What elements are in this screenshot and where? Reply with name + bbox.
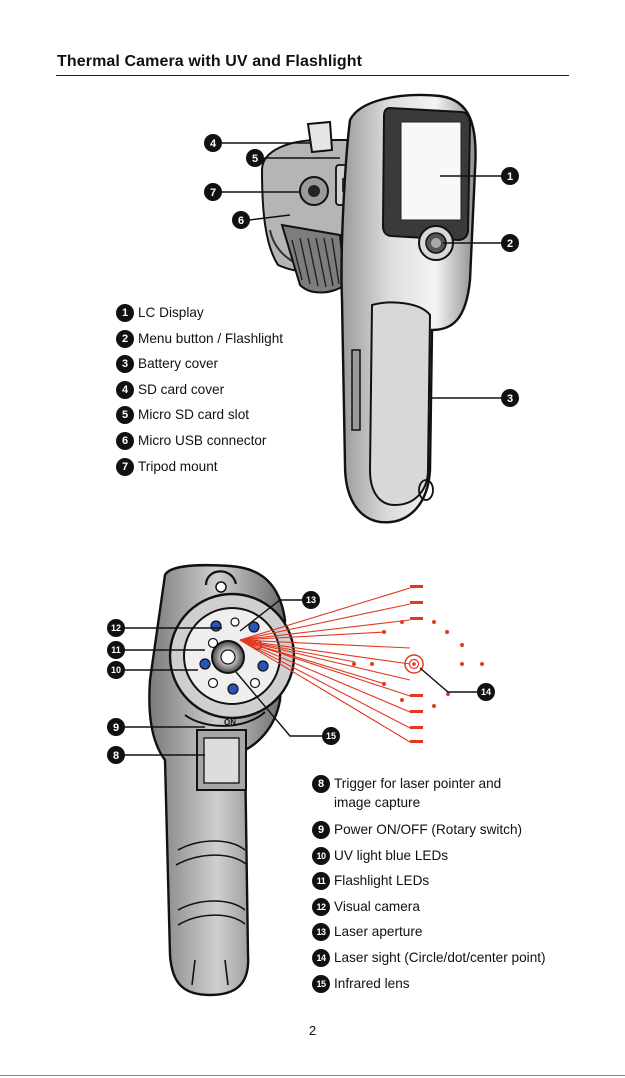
number-badge: 14	[312, 948, 330, 967]
callout-14: 14	[477, 683, 495, 701]
legend-label: Flashlight LEDs	[334, 873, 430, 889]
svg-text:12: 12	[111, 623, 121, 633]
number-badge: 6	[116, 431, 134, 450]
svg-text:10: 10	[111, 665, 121, 675]
number-badge: 9	[312, 821, 330, 839]
camera-front-view: ON	[148, 563, 296, 997]
footer-divider	[0, 1075, 625, 1076]
legend-label: Laser sight (Circle/dot/center point)	[334, 949, 546, 965]
callout-15: 15	[322, 727, 340, 745]
number-badge: 1	[116, 304, 134, 322]
svg-text:11: 11	[111, 645, 121, 655]
number-badge: 2	[116, 329, 134, 348]
svg-text:1: 1	[507, 171, 513, 183]
number-badge: 5	[116, 406, 134, 425]
legend-label: Trigger for laser pointer and	[334, 776, 502, 791]
callout-10: 10	[107, 661, 125, 679]
title-divider	[56, 75, 569, 77]
bottom-leader-lines	[124, 599, 478, 756]
callout-8: 8	[107, 746, 125, 764]
legend-label: SD card cover	[138, 381, 225, 397]
camera-rear-view	[260, 93, 477, 524]
legend-label: Infrared lens	[334, 975, 410, 991]
svg-text:7: 7	[210, 187, 216, 199]
laser-rays	[239, 587, 411, 743]
callout-11: 11	[107, 641, 125, 659]
svg-text:5: 5	[252, 153, 258, 165]
laser-sight-pattern	[352, 585, 484, 743]
svg-text:6: 6	[238, 215, 244, 227]
number-badge: 13	[312, 923, 330, 942]
legend-label: Battery cover	[138, 356, 219, 372]
legend-label: Micro SD card slot	[138, 407, 250, 423]
callout-4: 4	[204, 134, 222, 152]
svg-text:14: 14	[481, 687, 491, 697]
bottom-legend: 8 Trigger for laser pointer and image capt…	[312, 774, 546, 999]
callout-5: 5	[246, 149, 264, 167]
legend-label: Menu button / Flashlight	[138, 330, 284, 346]
number-badge: 11	[312, 872, 330, 891]
callout-1: 1	[501, 167, 519, 185]
number-badge: 7	[116, 457, 134, 476]
svg-text:8: 8	[113, 750, 119, 762]
callout-2: 2	[501, 234, 519, 252]
page-title: Thermal Camera with UV and Flashlight	[57, 53, 363, 70]
legend-item: 8 Trigger for laser pointer and image capt…	[312, 774, 546, 820]
svg-text:9: 9	[113, 722, 119, 734]
svg-text:3: 3	[507, 393, 513, 405]
svg-text:2: 2	[507, 238, 513, 250]
legend-label: Micro USB connector	[138, 432, 267, 448]
top-leader-lines	[221, 142, 502, 399]
svg-text:15: 15	[326, 731, 336, 741]
number-badge: 12	[312, 897, 330, 916]
number-badge: 10	[312, 846, 330, 865]
callout-7: 7	[204, 183, 222, 201]
number-badge: 4	[116, 380, 134, 399]
legend-label: Power ON/OFF (Rotary switch)	[334, 822, 523, 837]
legend-item: 1 LC Display	[116, 303, 283, 329]
legend-label: Laser aperture	[334, 924, 423, 940]
page-number: 2	[308, 1023, 317, 1038]
callout-12: 12	[107, 619, 125, 637]
on-label: ON	[224, 718, 236, 727]
number-badge: 15	[312, 974, 330, 993]
callout-6: 6	[232, 211, 250, 229]
callout-13: 13	[302, 591, 320, 609]
legend-label: UV light blue LEDs	[334, 847, 449, 863]
legend-label: Visual camera	[334, 898, 420, 914]
legend-label-continued: image capture	[334, 795, 421, 810]
svg-text:4: 4	[210, 138, 217, 150]
legend-label: Tripod mount	[138, 458, 218, 474]
callout-badges: 4 5 7 6 1 2 3 12 11 10 9 8 13 14 15	[107, 134, 519, 764]
number-badge: 8	[312, 775, 330, 793]
callout-9: 9	[107, 718, 125, 736]
legend-label: LC Display	[138, 305, 204, 320]
callout-3: 3	[501, 389, 519, 407]
number-badge: 3	[116, 355, 134, 374]
svg-text:13: 13	[306, 595, 316, 605]
legend-item: 9 Power ON/OFF (Rotary switch)	[312, 820, 546, 846]
